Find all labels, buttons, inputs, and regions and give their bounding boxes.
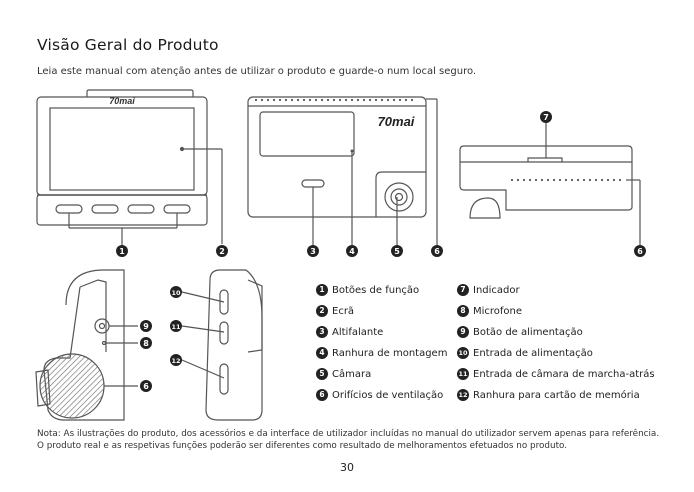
legend-item: 10 Entrada de alimentação: [457, 347, 593, 361]
back-view: [247, 96, 438, 245]
legend-number: 7: [457, 284, 469, 296]
legend-number: 9: [457, 326, 469, 338]
legend-item: 11 Entrada de câmara de marcha-atrás: [457, 368, 655, 382]
callout-6-back: 6: [431, 245, 443, 257]
callout-3: 3: [307, 245, 319, 257]
legend-number: 10: [457, 347, 469, 359]
svg-text:10: 10: [171, 289, 181, 297]
svg-text:12: 12: [171, 357, 180, 365]
page-number: 30: [340, 461, 354, 474]
legend-item: 4 Ranhura de montagem: [316, 347, 447, 361]
intro-text: Leia este manual com atenção antes de ut…: [37, 66, 477, 77]
legend-item: 12 Ranhura para cartão de memória: [457, 389, 640, 403]
legend-number: 1: [316, 284, 328, 296]
legend-label: Botões de função: [332, 285, 420, 296]
legend-item: 7 Indicador: [457, 284, 520, 298]
callout-1: 1: [116, 245, 128, 257]
legend-number: 5: [316, 368, 328, 380]
svg-text:3: 3: [310, 247, 316, 256]
legend-item: 2 Ecrã: [316, 305, 354, 319]
callout-6-top: 6: [634, 245, 646, 257]
speaker-grille: [39, 353, 105, 419]
svg-text:6: 6: [434, 247, 440, 256]
svg-text:4: 4: [349, 247, 355, 256]
svg-text:8: 8: [143, 339, 149, 348]
svg-text:6: 6: [637, 247, 643, 256]
legend-number: 12: [457, 389, 469, 401]
legend-label: Entrada de alimentação: [473, 348, 593, 359]
callout-12: 12: [170, 354, 182, 366]
top-view: [459, 123, 641, 245]
legend-number: 3: [316, 326, 328, 338]
legend-number: 6: [316, 389, 328, 401]
legend-item: 3 Altifalante: [316, 326, 383, 340]
svg-text:2: 2: [219, 247, 225, 256]
callout-4: 4: [346, 245, 358, 257]
legend-label: Ranhura para cartão de memória: [473, 390, 640, 401]
callout-8: 8: [140, 337, 152, 349]
legend-label: Microfone: [473, 306, 523, 317]
disclaimer-note: Nota: As ilustrações do produto, dos ace…: [37, 429, 660, 451]
svg-text:7: 7: [543, 113, 549, 122]
legend-number: 11: [457, 368, 469, 380]
legend-item: 6 Orifícios de ventilação: [316, 389, 443, 403]
page-title: Visão Geral do Produto: [37, 36, 219, 54]
svg-text:9: 9: [143, 322, 149, 331]
legend-label: Câmara: [332, 369, 372, 380]
legend-label: Altifalante: [332, 327, 384, 338]
front-view: [36, 89, 223, 245]
svg-text:1: 1: [119, 247, 125, 256]
legend-label: Botão de alimentação: [473, 327, 583, 338]
front-brand-logo: 70mai: [109, 96, 135, 106]
side-view-right: [181, 269, 263, 421]
callout-2: 2: [216, 245, 228, 257]
legend-label: Orifícios de ventilação: [332, 390, 444, 401]
legend-item: 9 Botão de alimentação: [457, 326, 583, 340]
legend-number: 4: [316, 347, 328, 359]
legend-label: Ranhura de montagem: [332, 348, 448, 359]
vent-holes: [254, 98, 622, 182]
callout-11: 11: [170, 320, 182, 332]
callout-6-side: 6: [140, 380, 152, 392]
callout-9: 9: [140, 320, 152, 332]
legend-label: Entrada de câmara de marcha-atrás: [473, 369, 655, 380]
legend-number: 2: [316, 305, 328, 317]
svg-text:11: 11: [171, 323, 181, 331]
legend-item: 1 Botões de função: [316, 284, 419, 298]
svg-text:5: 5: [394, 247, 400, 256]
back-brand-logo: 70mai: [378, 114, 415, 129]
callout-10: 10: [170, 286, 182, 298]
legend-item: 5 Câmara: [316, 368, 371, 382]
legend-label: Ecrã: [332, 306, 355, 317]
legend-number: 8: [457, 305, 469, 317]
legend-label: Indicador: [473, 285, 520, 296]
callout-5: 5: [391, 245, 403, 257]
svg-text:6: 6: [143, 382, 149, 391]
legend-item: 8 Microfone: [457, 305, 522, 319]
callout-7: 7: [540, 111, 552, 123]
